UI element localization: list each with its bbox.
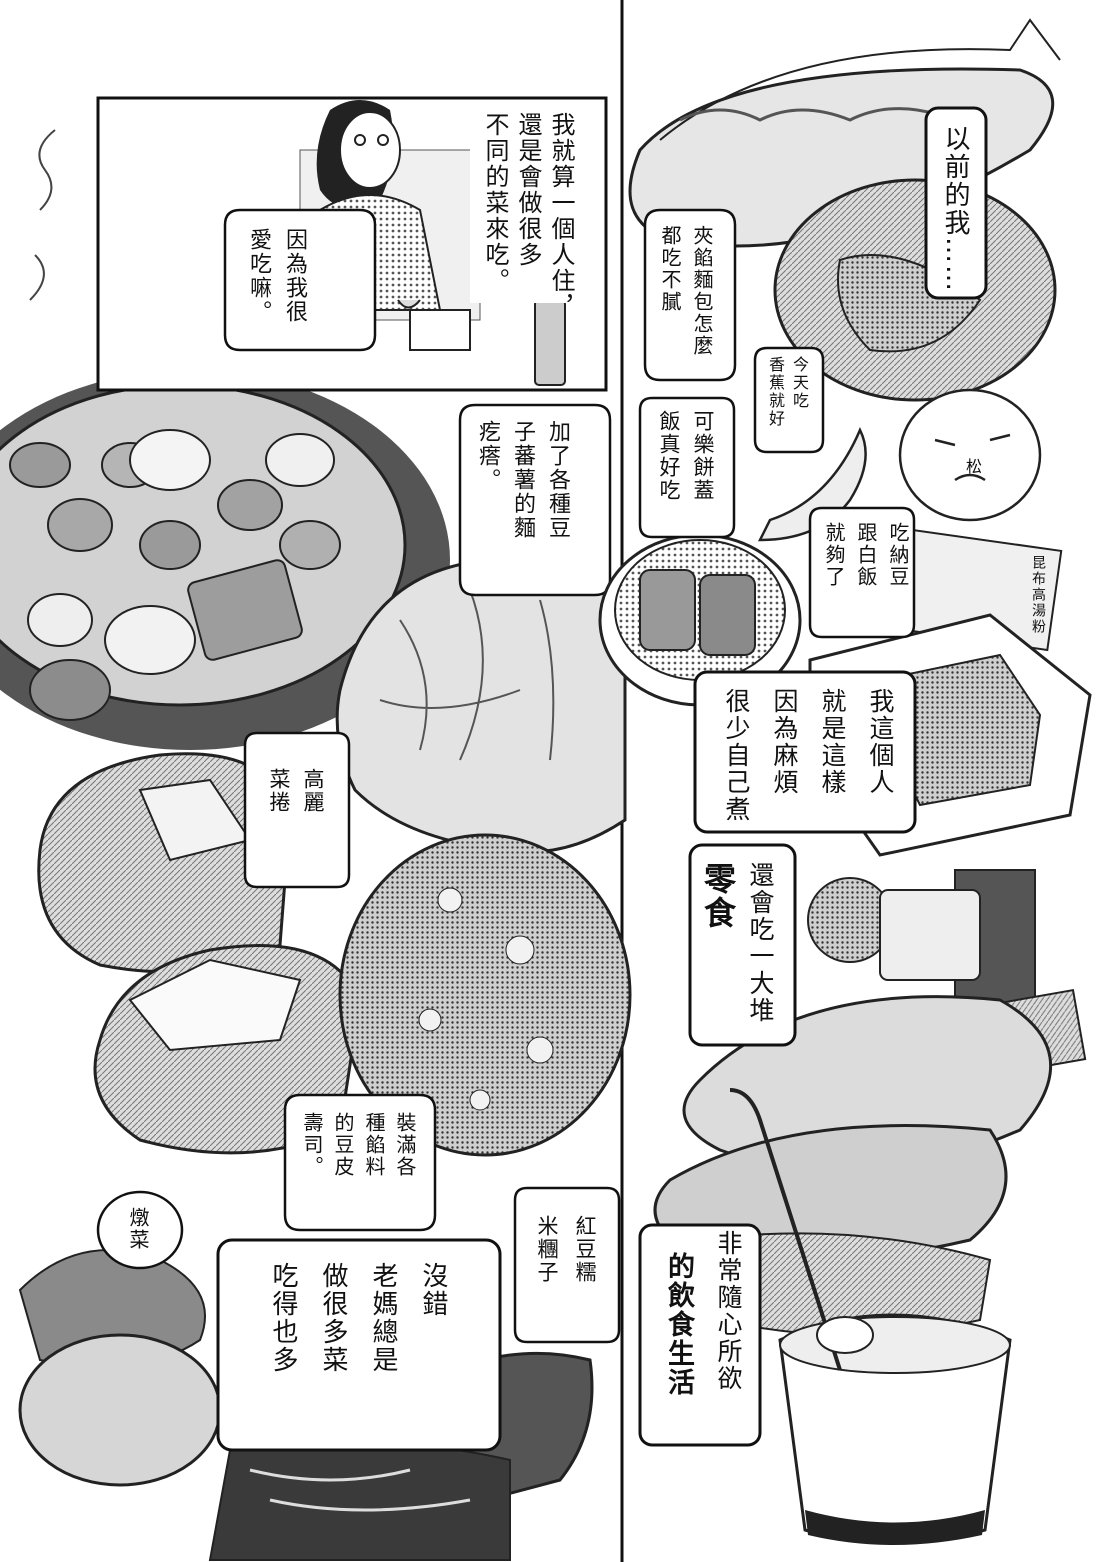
caption-box-diet [638,1223,762,1447]
caption-mom-text: 沒錯 老媽總是 做很多菜 吃得也多 [268,1262,448,1374]
bubble-cabbage [243,731,351,889]
croquette-rice-bowl [598,533,802,707]
steam-lines [29,129,56,301]
bubble-cabbage-text: 高麗 菜捲 [267,768,325,814]
bubble-love-eat-text: 因為我很 愛吃嘛。 [246,228,307,324]
bubble-sandwich [643,208,737,382]
caption-box-mom [216,1238,502,1452]
bubble-stew [96,1190,184,1270]
face-mark-text: 松 [963,458,982,476]
grumpy-face [898,388,1042,522]
red-bean-mochi [338,833,632,1157]
girl-face [339,111,401,189]
bubble-dumpling-text: 加了各種豆 子蕃薯的麵 疙瘩。 [475,420,570,540]
caption-box-before [924,106,988,300]
caption-snacks-bold-text: 零食 [699,862,737,930]
caption-diet-line-text: 非常隨心所欲 [714,1230,743,1392]
bubble-natto-text: 吃納豆 跟白飯 就夠了 [822,522,910,588]
bubble-croquette-text: 可樂餅蓋 飯真好吃 [657,410,715,502]
bubble-croquette [638,396,736,539]
pot-of-dumplings [0,370,450,750]
bubble-tofu-sushi [283,1093,437,1232]
caption-diet-bold-text: 的飲食生活 [663,1252,694,1397]
bubble-tofu-sushi-text: 裝滿各 種餡料 的豆皮 壽司。 [300,1112,417,1178]
bubble-natto [808,506,916,639]
pudding-cup [729,1088,1012,1545]
bubble-mochi [513,1186,621,1344]
caption-snacks-line-text: 還會吃一大堆 [746,862,775,1024]
caption-lazy-text: 我這個人 就是這樣 因為麻煩 很少自己煮 [722,688,895,823]
bubble-banana [753,346,825,454]
cabbage [335,558,627,854]
bubble-banana-text: 今天吃 香蕉就好 [766,356,809,428]
panel-narration: 我就算一個人住， 還是會做很多 不同的菜來吃。 [481,112,575,320]
caption-box-snacks [688,843,797,1047]
package-label-text: 昆布高湯粉 [1030,555,1046,635]
bubble-mochi-text: 紅豆糯 米糰子 [535,1215,597,1284]
caption-box-lazy [693,670,917,834]
caption-before-text: 以前的我…… [940,125,970,293]
bubble-love-eat [223,208,377,352]
bubble-sandwich-text: 夾餡麵包怎麼 都吃不膩 [658,225,714,357]
bubble-stew-text: 燉菜 [126,1207,150,1251]
